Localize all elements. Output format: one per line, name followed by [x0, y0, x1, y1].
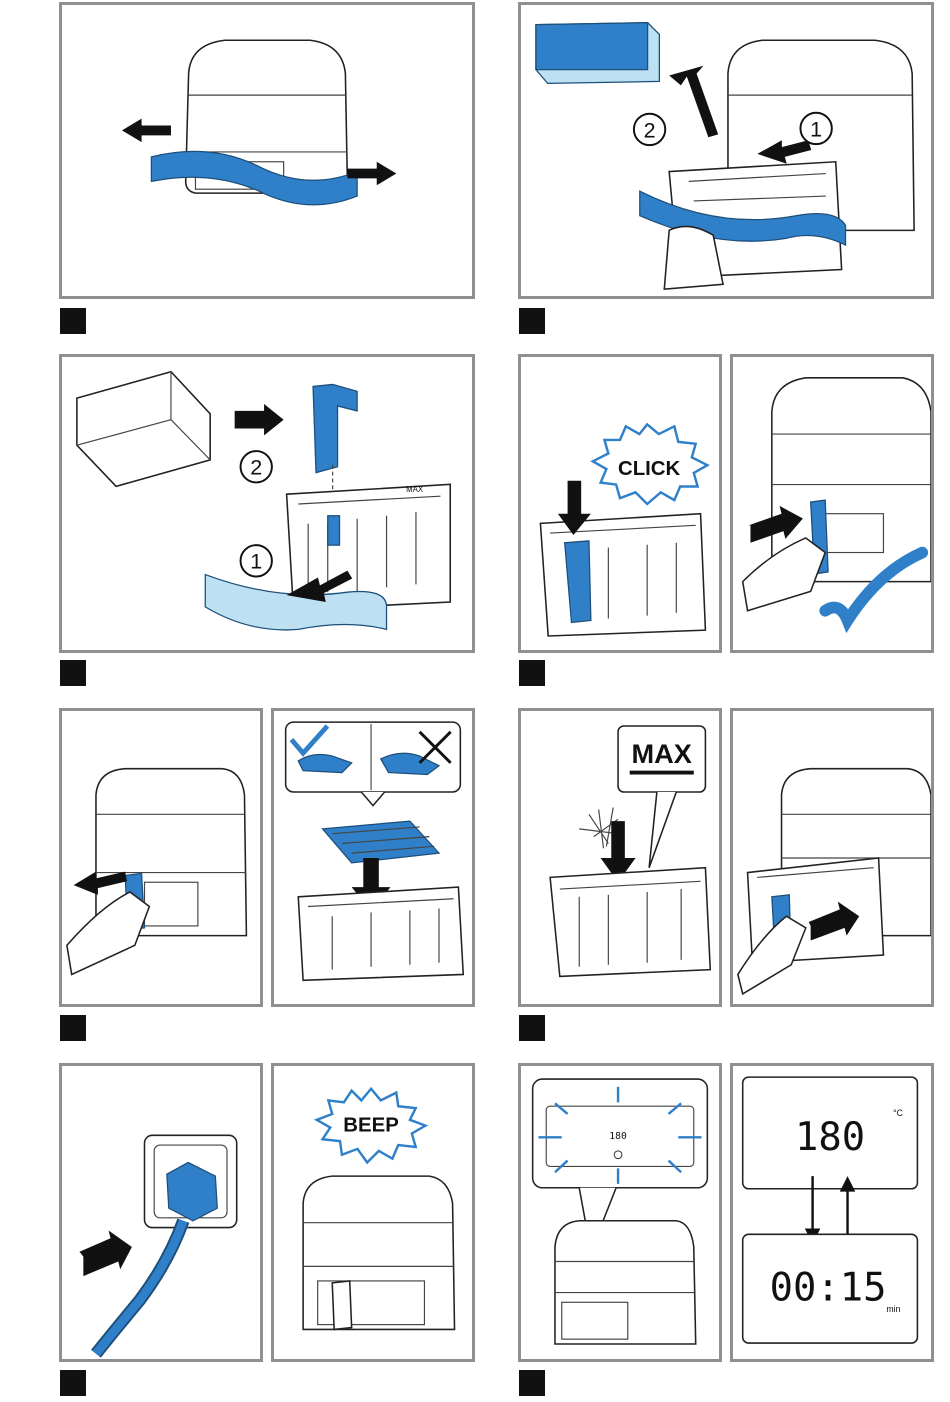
- minutes-unit: min: [886, 1304, 900, 1314]
- step-7-marker: [60, 1370, 86, 1396]
- step-5b-illustration: [274, 711, 472, 1004]
- step-6-marker: [519, 1015, 545, 1041]
- beep-label: BEEP: [343, 1114, 398, 1136]
- arrow-left-icon: [122, 119, 171, 143]
- step-3-panel: MAX 1 2: [59, 354, 475, 653]
- step-8a-panel: 180: [518, 1063, 722, 1362]
- max-label: MAX: [632, 738, 692, 769]
- step-1-panel: [59, 2, 475, 299]
- step-1-illustration: [62, 5, 472, 296]
- number-1-label: 1: [250, 549, 262, 574]
- click-label: CLICK: [618, 458, 681, 480]
- step-4-marker: [519, 660, 545, 686]
- celsius-unit: °C: [893, 1108, 903, 1118]
- step-5a-illustration: [62, 711, 260, 1004]
- step-2-panel: 1 2: [518, 2, 934, 299]
- accessory-box: [77, 372, 210, 487]
- step-7a-illustration: [62, 1066, 260, 1359]
- step-1-marker: [60, 308, 86, 334]
- step-2-illustration: 1 2: [521, 5, 931, 296]
- basket: [550, 868, 710, 977]
- step-4b-panel: [730, 354, 934, 653]
- step-8b-illustration: 180 °C 00:15 min: [733, 1066, 931, 1359]
- panel-temp-readout: 180: [609, 1131, 627, 1142]
- temp-readout: 180: [795, 1115, 865, 1160]
- step-7a-panel: [59, 1063, 263, 1362]
- step-6b-illustration: [733, 711, 931, 1004]
- step-7b-illustration: BEEP: [274, 1066, 472, 1359]
- number-2-label: 2: [250, 455, 262, 480]
- handle-part: [313, 384, 357, 472]
- arrow-right-icon: [235, 404, 284, 435]
- step-3-illustration: MAX 1 2: [62, 357, 472, 650]
- arrow-up-icon: [669, 66, 718, 138]
- grill-plate: [323, 821, 439, 863]
- accessory-box-front: [536, 23, 648, 70]
- step-6a-panel: MAX: [518, 708, 722, 1007]
- basket-max-label: MAX: [406, 485, 424, 494]
- step-6b-panel: [730, 708, 934, 1007]
- step-5-marker: [60, 1015, 86, 1041]
- air-fryer-body: [555, 1221, 696, 1344]
- step-5a-panel: [59, 708, 263, 1007]
- step-8b-panel: 180 °C 00:15 min: [730, 1063, 934, 1362]
- number-2-label: 2: [644, 117, 656, 142]
- air-fryer-body: [303, 1176, 454, 1329]
- arrow-right-icon: [79, 1230, 131, 1276]
- step-4a-panel: CLICK: [518, 354, 722, 653]
- number-1-label: 1: [810, 116, 822, 141]
- step-4b-illustration: [733, 357, 931, 650]
- step-6a-illustration: MAX: [521, 711, 719, 1004]
- time-readout: 00:15: [770, 1265, 887, 1310]
- step-4a-illustration: CLICK: [521, 357, 719, 650]
- step-5b-panel: [271, 708, 475, 1007]
- step-8-marker: [519, 1370, 545, 1396]
- step-2-marker: [519, 308, 545, 334]
- step-8a-illustration: 180: [521, 1066, 719, 1359]
- handle-slot: [328, 516, 340, 545]
- hand-icon: [743, 538, 826, 611]
- step-7b-panel: BEEP: [271, 1063, 475, 1362]
- step-3-marker: [60, 660, 86, 686]
